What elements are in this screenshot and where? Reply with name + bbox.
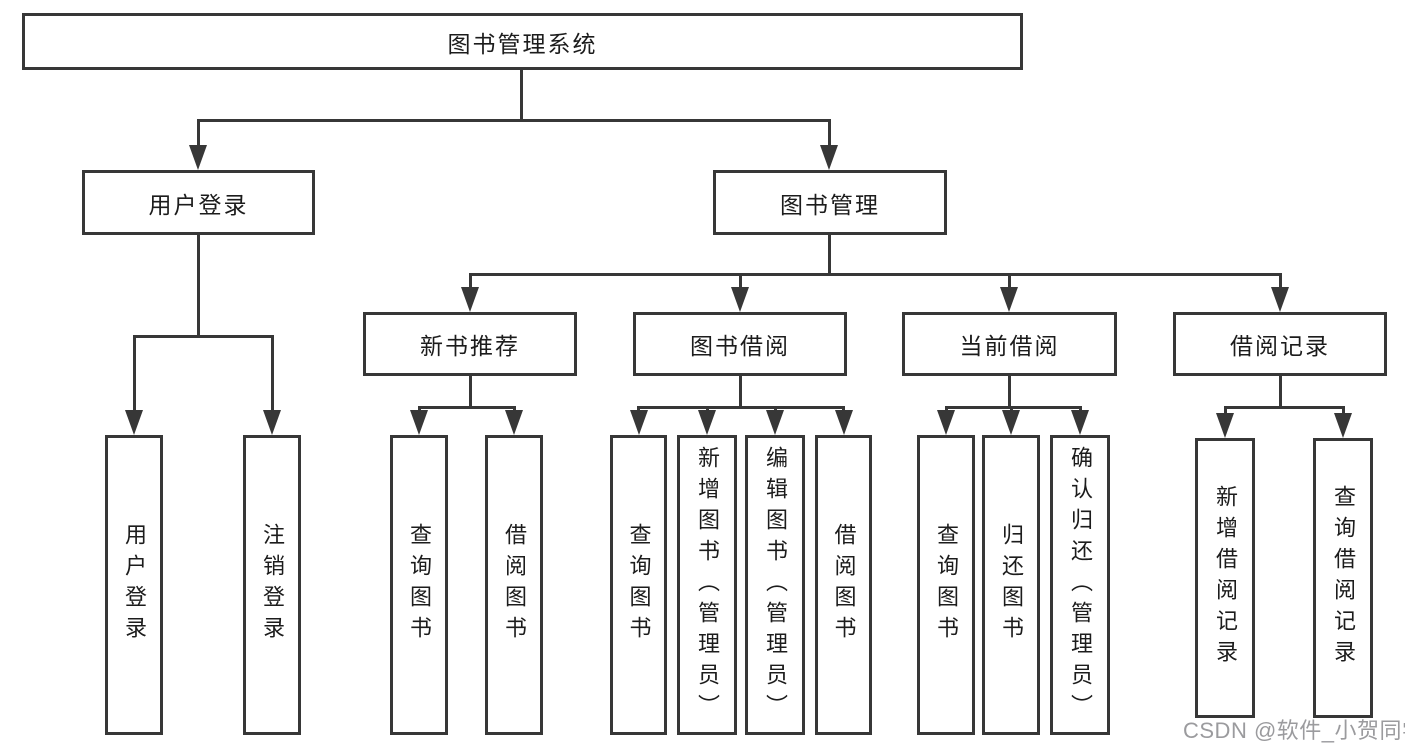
connector-hline (944, 406, 1082, 409)
connector-vline (1278, 273, 1282, 290)
connector-hline (1223, 406, 1345, 409)
connector-vline (1078, 406, 1082, 412)
connector-vline (1009, 406, 1013, 412)
connector-vline (132, 335, 136, 412)
leaf-confirm-return-admin: 确认归还（管理员） (1050, 435, 1110, 735)
leaf-query-borrow-record: 查询借阅记录 (1313, 438, 1373, 718)
node-new-book-recommend: 新书推荐 (363, 312, 577, 376)
arrowhead-down-icon (766, 410, 784, 435)
connector-hline (417, 406, 516, 409)
connector-vline (519, 68, 523, 122)
arrowhead-down-icon (1000, 287, 1018, 312)
connector-vline (196, 233, 200, 338)
node-label: 图书借阅 (690, 333, 790, 359)
arrowhead-down-icon (629, 410, 648, 435)
leaf-label: 编辑图书（管理员） (763, 445, 788, 725)
arrowhead-down-icon (820, 145, 838, 170)
node-label: 新书推荐 (420, 333, 520, 359)
leaf-edit-book-admin: 编辑图书（管理员） (745, 435, 805, 735)
arrowhead-down-icon (1002, 410, 1020, 435)
node-borrow-records: 借阅记录 (1173, 312, 1387, 376)
leaf-add-borrow-record: 新增借阅记录 (1195, 438, 1255, 718)
leaf-label: 新增图书（管理员） (695, 445, 720, 725)
node-label: 当前借阅 (959, 333, 1060, 359)
leaf-add-book-admin: 新增图书（管理员） (677, 435, 737, 735)
connector-vline (512, 406, 516, 412)
connector-hline (196, 119, 831, 122)
node-label: 用户登录 (148, 191, 249, 218)
leaf-label: 借阅图书 (502, 523, 527, 647)
arrowhead-down-icon (189, 145, 207, 170)
connector-hline (132, 335, 274, 338)
arrowhead-down-icon (1071, 410, 1089, 435)
leaf-label: 确认归还（管理员） (1068, 445, 1093, 725)
node-book-management: 图书管理 (713, 170, 947, 235)
arrowhead-down-icon (1334, 413, 1352, 438)
node-current-borrowing: 当前借阅 (902, 312, 1117, 376)
leaf-query-books-borrowing: 查询图书 (610, 435, 667, 735)
node-label: 图书管理系统 (447, 30, 598, 57)
leaf-borrow-books: 借阅图书 (815, 435, 872, 735)
connector-vline (1007, 376, 1011, 409)
leaf-label: 借阅图书 (831, 523, 857, 647)
node-label: 图书管理 (780, 191, 880, 218)
leaf-label: 注销登录 (260, 523, 285, 647)
node-root-system: 图书管理系统 (22, 13, 1023, 70)
connector-vline (773, 406, 777, 412)
connector-hline (468, 273, 1282, 276)
connector-vline (1278, 376, 1282, 409)
watermark: CSDN @软件_小贺同学 (1183, 718, 1405, 743)
connector-vline (417, 406, 421, 412)
leaf-borrow-books-recommend: 借阅图书 (485, 435, 543, 735)
arrowhead-down-icon (263, 410, 281, 435)
connector-vline (827, 233, 831, 276)
leaf-label: 新增借阅记录 (1213, 485, 1238, 671)
leaf-logout: 注销登录 (243, 435, 301, 735)
connector-vline (944, 406, 948, 412)
connector-vline (468, 376, 472, 409)
leaf-query-books-recommend: 查询图书 (390, 435, 448, 735)
leaf-label: 查询图书 (934, 523, 959, 647)
leaf-return-book: 归还图书 (982, 435, 1040, 735)
node-label: 借阅记录 (1230, 333, 1330, 359)
connector-vline (270, 335, 274, 412)
connector-vline (468, 273, 472, 290)
node-user-login: 用户登录 (82, 170, 315, 235)
leaf-user-login: 用户登录 (105, 435, 163, 735)
connector-vline (738, 376, 742, 409)
leaf-label: 归还图书 (999, 523, 1024, 647)
leaf-query-books-current: 查询图书 (917, 435, 975, 735)
arrowhead-down-icon (410, 410, 428, 435)
connector-vline (637, 406, 640, 412)
connector-vline (827, 119, 831, 146)
connector-vline (1223, 406, 1227, 415)
arrowhead-down-icon (505, 410, 523, 435)
connector-vline (1341, 406, 1345, 415)
connector-vline (705, 406, 709, 412)
connector-vline (738, 273, 742, 290)
leaf-label: 查询图书 (407, 523, 432, 647)
leaf-label: 查询借阅记录 (1331, 485, 1356, 671)
arrowhead-down-icon (1271, 287, 1289, 312)
arrowhead-down-icon (125, 410, 143, 435)
connector-hline (637, 406, 845, 409)
arrowhead-down-icon (731, 287, 749, 312)
leaf-label: 用户登录 (122, 523, 147, 647)
arrowhead-down-icon (834, 410, 853, 435)
arrowhead-down-icon (1216, 413, 1234, 438)
connector-vline (1007, 273, 1011, 290)
node-book-borrowing: 图书借阅 (633, 312, 847, 376)
arrowhead-down-icon (937, 410, 955, 435)
connector-vline (842, 406, 845, 412)
connector-vline (196, 119, 200, 146)
arrowhead-down-icon (698, 410, 716, 435)
arrowhead-down-icon (461, 287, 479, 312)
leaf-label: 查询图书 (626, 523, 652, 647)
